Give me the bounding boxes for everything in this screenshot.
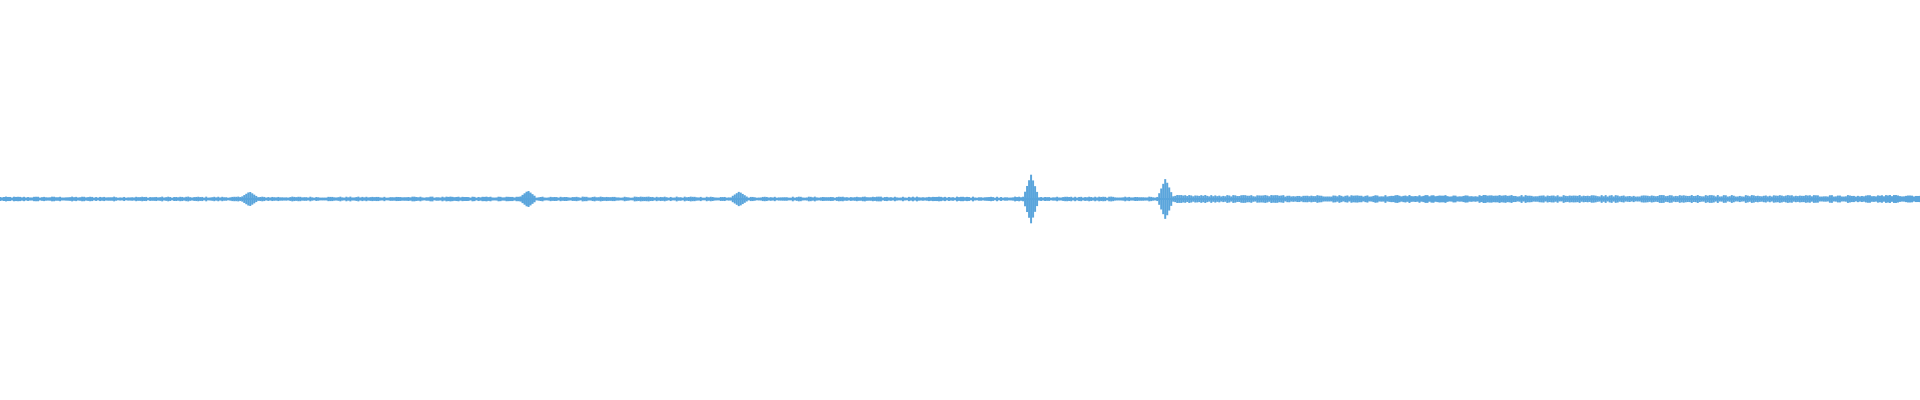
waveform-bars — [0, 174, 1920, 224]
